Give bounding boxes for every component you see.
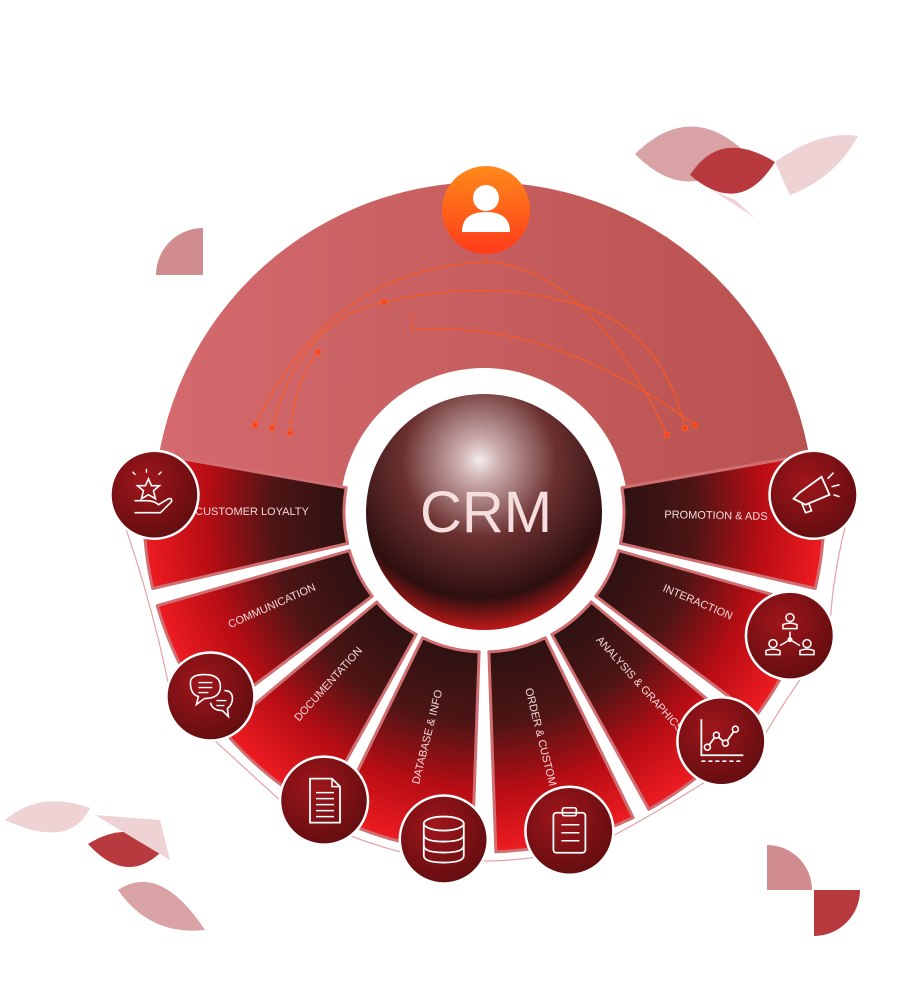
badge-analysis-graphics bbox=[676, 695, 767, 787]
network-people-icon bbox=[765, 612, 815, 656]
badge-communication bbox=[165, 651, 256, 742]
decor-leaf-top-right-3 bbox=[775, 135, 858, 195]
user-icon bbox=[462, 185, 510, 232]
chat-bubbles-icon bbox=[189, 673, 234, 719]
badge-customer-loyalty bbox=[109, 449, 200, 540]
decor-leaf-bottom-left-1 bbox=[5, 801, 90, 833]
crm-title: CRM bbox=[420, 480, 552, 545]
line-chart-icon bbox=[700, 719, 744, 763]
decorative-shapes bbox=[5, 126, 860, 936]
badge-order-custom bbox=[524, 785, 615, 877]
crm-sphere bbox=[366, 394, 602, 630]
decor-leaf-top-right-2 bbox=[690, 147, 775, 194]
megaphone-icon bbox=[792, 472, 840, 514]
badge-interaction bbox=[744, 590, 836, 681]
badge-documentation bbox=[278, 755, 370, 846]
database-icon bbox=[422, 815, 465, 864]
outer-ring bbox=[154, 182, 814, 512]
icon-badges bbox=[109, 449, 859, 885]
segment-documentation: DOCUMENTATION bbox=[222, 600, 418, 811]
badge-promotion-ads bbox=[768, 449, 859, 540]
decor-leaf-bottom-left-3 bbox=[118, 881, 205, 931]
clipboard-icon bbox=[552, 806, 587, 854]
top-user-badge bbox=[442, 166, 530, 254]
circuit-lines bbox=[251, 255, 699, 439]
segment-label-promotion-ads: PROMOTION & ADS bbox=[664, 509, 767, 523]
hand-star-icon bbox=[131, 468, 173, 514]
decor-leaf-top-right-4 bbox=[712, 190, 755, 218]
decor-quarter-bottom-right-2 bbox=[814, 890, 860, 936]
decor-leaf-bottom-left-4 bbox=[95, 815, 170, 860]
decor-quarter-bottom-right-1 bbox=[767, 845, 812, 890]
decor-quarter-top-left bbox=[156, 228, 203, 275]
badge-database-info bbox=[398, 794, 490, 885]
document-icon bbox=[309, 777, 341, 824]
segment-label-customer-loyalty: CUSTOMER LOYALTY bbox=[195, 506, 309, 518]
